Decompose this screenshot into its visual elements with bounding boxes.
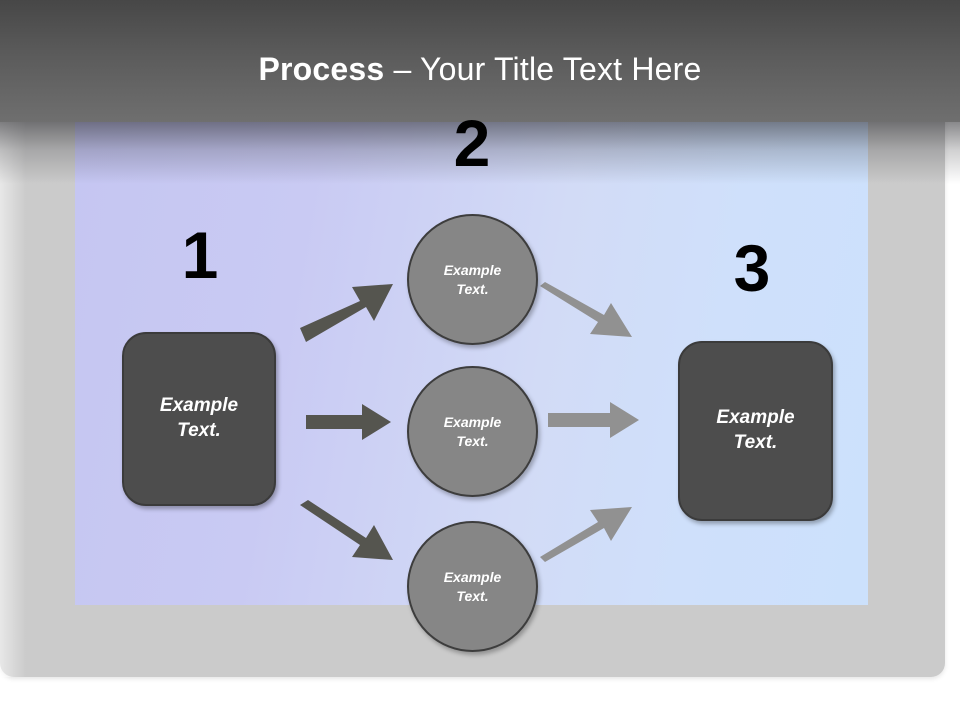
node-label: Example Text.: [443, 414, 502, 449]
arrow-top-circle-to-right-box: [540, 282, 644, 344]
step-numeral-3: 3: [733, 231, 771, 305]
process-node-bottom-circle[interactable]: Example Text.: [407, 521, 538, 652]
node-label: Example Text.: [159, 395, 239, 441]
page-title-separator: –: [384, 51, 421, 87]
process-node-top-circle[interactable]: Example Text.: [407, 214, 538, 345]
page-title-bold: Process: [258, 51, 385, 87]
process-node-right-box[interactable]: Example Text.: [678, 341, 833, 521]
node-label: Example Text.: [443, 262, 502, 297]
slide-header-bar: Process – Your Title Text Here: [0, 0, 960, 122]
arrow-left-to-top-circle: [300, 276, 396, 346]
page-title-light: Your Title Text Here: [420, 51, 702, 87]
arrow-bottom-circle-to-right-box: [540, 502, 644, 564]
arrow-left-to-bottom-circle: [300, 500, 396, 568]
step-numeral-1: 1: [181, 218, 219, 292]
node-label: Example Text.: [443, 569, 502, 604]
process-node-middle-circle[interactable]: Example Text.: [407, 366, 538, 497]
process-node-left-box[interactable]: Example Text.: [122, 332, 276, 506]
page-title: Process – Your Title Text Here: [0, 49, 960, 89]
arrow-middle-circle-to-right-box: [548, 400, 640, 440]
node-label: Example Text.: [716, 407, 795, 453]
arrow-left-to-middle-circle: [306, 402, 392, 442]
step-numeral-2: 2: [453, 106, 491, 180]
